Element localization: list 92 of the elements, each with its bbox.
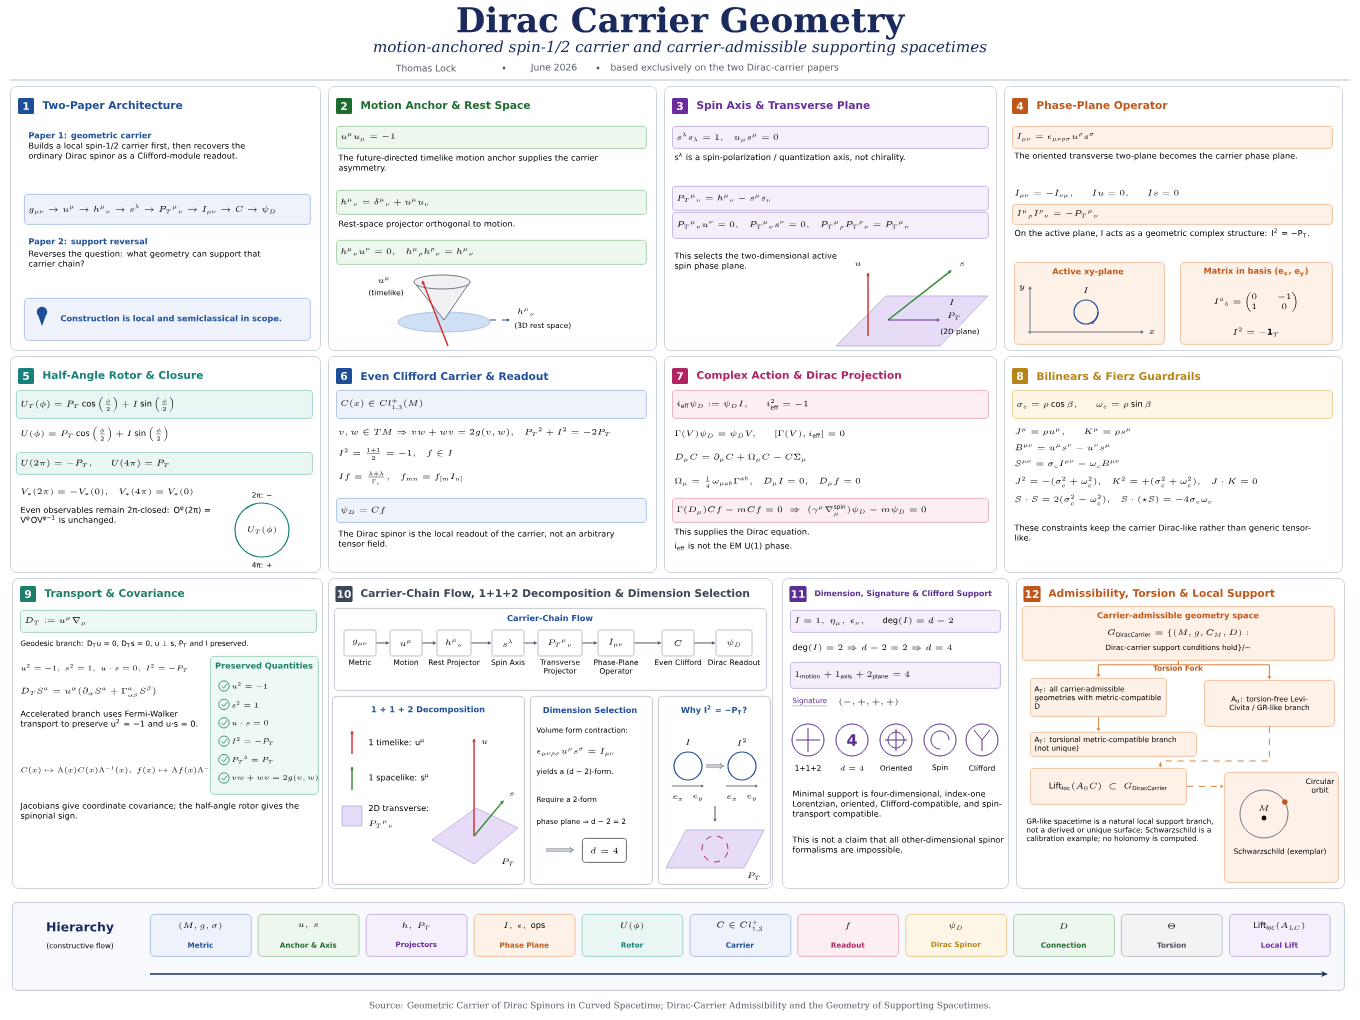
flow-box: $s^\lambda$ xyxy=(491,629,525,657)
symbol-label: $e_y$ xyxy=(747,794,756,802)
formula-box: $s^\lambda s_\lambda = 1, \quad u_\mu s^\mu = 0$ xyxy=(672,126,989,149)
icon-caption: $d = 4$ xyxy=(840,765,864,771)
formula: $If = \frac{\lambda + \lambda}{\Gamma_v}, \quad f_{mn} = f_{[m} I_{n]}$ xyxy=(339,471,462,485)
formula-box: $u^\mu u_\mu = -1$ xyxy=(336,126,647,149)
formula-box: $\Gamma(D_\mu)Cf - mCf = 0 \;\Rightarrow\; (\gamma^\mu \nabla^{\mathrm{spin}}_\mu)\psi_D - m\psi_D = 0$ xyxy=(672,498,989,523)
formula: $S\cdot S = 2(\sigma_c^2 - \omega_c^2), \quad S\cdot(\star S) = -4\sigma_c\omega_c$ xyxy=(1015,494,1212,506)
symbol-label: $s$ xyxy=(960,262,964,266)
arrow xyxy=(1158,726,1270,768)
formula: $\Omega_\mu = \tfrac{1}{4}\omega_{\mu ab}\Gamma^{ab}, \quad D_\mu I = 0, \quad D_\mu f = 0$ xyxy=(675,476,861,488)
symbol-label: $I$ xyxy=(686,739,691,745)
formula-box: $\psi_D = Cf$ xyxy=(336,498,647,523)
arrow xyxy=(693,641,716,645)
symbol-label: $e_x$ xyxy=(727,795,736,801)
formula: $u^2 = -1$ xyxy=(232,682,267,689)
formula: $s^2 = 1$ xyxy=(232,701,258,708)
result-box: $d = 4$ xyxy=(582,838,627,863)
symbol-label: $u$ xyxy=(481,740,488,744)
flow-box: $C$ xyxy=(661,629,695,657)
formula: $u^2 = -1,\; s^2 = 1,\; u\cdot s = 0,\; I^2 = -P_T$ xyxy=(21,664,188,672)
formula-box: $h^\mu{}_\nu u^\nu = 0, \quad h^\mu{}_\rho h^\rho{}_\nu = h^\mu{}_\nu$ xyxy=(336,240,647,265)
formula: $vw + wv = 2g(v,w)$ xyxy=(232,774,318,782)
flow-box: $\psi_D$ xyxy=(715,629,753,657)
symbol-label: $P_T$ xyxy=(748,872,760,880)
arrow xyxy=(1096,660,1179,678)
formula: $V_*(2\pi) = -V_*(0), \quad V_*(4\pi) = V_*(0)$ xyxy=(21,487,193,497)
arrow xyxy=(421,641,437,645)
symbol-label: $e_x$ xyxy=(673,795,682,801)
title: Dirac Carrier Geometry xyxy=(457,6,906,40)
arrow xyxy=(523,641,538,645)
formula: $u \cdot s = 0$ xyxy=(232,720,268,726)
arrow xyxy=(1177,660,1272,680)
symbol-label: $P_T$ xyxy=(502,858,514,866)
symbol-label: $h^\mu{}_\nu$ xyxy=(518,308,534,316)
formula-box: $C(x) \in Cl^+_{1,3}(M)$ xyxy=(336,390,647,419)
formula: $D_\mu C = \partial_\mu C + \Omega_\mu C - C \Sigma_\mu$ xyxy=(675,453,806,463)
formula: $P_T{}^2 = P_T$ xyxy=(232,755,273,764)
formula: $\Gamma(V)\psi_D = \psi_D V, \qquad [\Gamma(V), i_{\mathrm{eff}}] = 0$ xyxy=(675,429,845,439)
formula-box: $\mathrm{Lift}_{\mathrm{loc}}(A_0 C) \subset G_{\mathrm{DiracCarrier}}$ xyxy=(1030,768,1187,805)
formula: $S^{\mu\nu} = \sigma_c I^{\mu\nu} - \omega_c B^{\mu\nu}$ xyxy=(1015,460,1119,468)
flow-box: $I_{\mu\nu}$ xyxy=(597,629,635,657)
formula: $I_{\mu\nu} = -I_{\nu\mu}, \qquad Iu = 0, \qquad Is = 0$ xyxy=(1015,189,1179,199)
symbol-label: $y$ xyxy=(1019,285,1025,291)
arrow xyxy=(581,641,598,645)
formula: $B^{\mu\nu} = u^\mu s^\nu - u^\nu s^\mu$ xyxy=(1015,444,1110,451)
formula: $U(\phi) = P_T \cos\left(\frac{\phi}{2}\right) + I \sin\left(\frac{\phi}{2}\right)$ xyxy=(21,426,168,442)
formula: $G_{\mathrm{DiracCarrier}} = \{(M, g, C_M, D) :$ xyxy=(1107,628,1248,638)
arrow xyxy=(375,641,390,645)
arrow xyxy=(470,641,492,645)
flow-box: $u^\mu$ xyxy=(389,629,423,657)
formula: $J^\mu = \rho u^\mu, \qquad K^\mu = \rho s^\mu$ xyxy=(1015,428,1131,436)
formula-box: $U(2\pi) = -P_T, \qquad U(4\pi) = P_T$ xyxy=(16,452,313,475)
formula: $I^2 = -P_T$ xyxy=(232,737,273,745)
formula: $\epsilon_{\mu\nu\rho\sigma} u^\rho s^\sigma = I_{\mu\nu}$ xyxy=(537,747,614,757)
formula-box: $I = 1,\ \eta_\mu,\ \epsilon_\nu, \qquad \deg(I) = d - 2$ xyxy=(790,610,1001,633)
formula: $I^2 = \frac{1+1}{2} = -1, \quad f \in I$ xyxy=(339,448,453,460)
symbol-label: $s$ xyxy=(509,792,514,796)
formula-box: $\sigma_c = \rho\cos\beta, \qquad \omega_c = \rho\sin\beta$ xyxy=(1012,390,1333,419)
formula: $J^2 = -(\sigma_c^2 + \omega_c^2), \quad K^2 = +(\sigma_c^2 + \omega_c^2), \quad J\cdot K = 0$ xyxy=(1015,476,1257,488)
symbol-label: $I^2$ xyxy=(737,738,746,746)
symbol-label: $e_y$ xyxy=(693,794,702,802)
symbol-label: $I$ xyxy=(1084,287,1089,293)
formula-box: $P_T{}^\mu{}_\nu = h^\mu{}_\nu - s^\mu s_\nu$ xyxy=(672,186,989,211)
flow-box: $h^\mu{}_\nu$ xyxy=(436,629,472,657)
formula: $I^a{}_b = \begin{pmatrix} 0 & -1 \\ 1 & 0 \end{pmatrix}$ xyxy=(1214,292,1297,312)
arrow xyxy=(633,641,662,645)
formula-box: $i_{\mathrm{eff}}\psi_D := \psi_D I, \qquad i_{\mathrm{eff}}^2 = -1$ xyxy=(672,390,989,419)
formula-box: $g_{\mu\nu} \to u^\mu \to h^\mu{}_\nu \to s^\lambda \to P_T{}^\mu{}_\nu \to I_{\mu\nu} \to C \to \psi_D$ xyxy=(24,194,311,225)
formula-box: $h^\mu{}_\nu = \delta^\mu{}_\nu + u^\mu u_\nu$ xyxy=(336,190,647,215)
formula-box: $1_{\mathrm{motion}} + 1_{\mathrm{axis}} + 2_{\mathrm{plane}} = 4$ xyxy=(790,662,1001,689)
formula-box: $U_T(\phi) = P_T \cos\left(\frac{\phi}{2}\right) + I \sin\left(\frac{\phi}{2}\right)$ xyxy=(16,390,313,419)
symbol-label: $x$ xyxy=(1149,330,1155,334)
symbol-label: $P_T$ xyxy=(948,312,960,320)
formula: $D_T S^a = u^\alpha(\partial_\alpha S^a + \Gamma^a_{\alpha\beta} S^\beta)$ xyxy=(21,686,156,698)
formula: $I^2 = -\mathbf{1}_T$ xyxy=(1233,327,1279,337)
formula: $C(x) \mapsto \Lambda(x) C(x) \Lambda^{-1}(x),\; f(x) \mapsto \Lambda f(x) \Lambda^{-1}$ xyxy=(21,765,213,774)
flow-box: $P_T{}^\mu{}_\nu$ xyxy=(537,629,583,657)
formula: $P_T{}^\mu{}_\nu$ xyxy=(369,820,393,828)
formula: $\deg(I) = 2 \Rightarrow d - 2 = 2 \Rightarrow d = 4$ xyxy=(792,643,952,653)
symbol-label: $I$ xyxy=(949,299,954,305)
symbol-label: $u$ xyxy=(855,262,861,266)
formula-box: $D_T := u^\mu \nabla_\mu$ xyxy=(20,610,317,633)
formula-box: $P_T{}^\mu{}_\nu u^\nu = 0, \quad P_T{}^\mu{}_\nu s^\nu = 0, \quad P_T{}^\mu{}_\rho P_T{}^\rho{}_\nu = P_T{}^\mu{}_\nu$ xyxy=(672,212,989,239)
flow-box: $g_{\mu\nu}$ xyxy=(343,629,377,657)
arrow xyxy=(1096,716,1101,732)
formula-box: $I_{\mu\nu} = \epsilon_{\mu\nu\rho\sigma} u^\rho s^\sigma$ xyxy=(1012,126,1333,149)
symbol-label: $M$ xyxy=(1259,805,1269,811)
formula: $(-,+,+,+)$ xyxy=(839,697,898,707)
arrow xyxy=(1186,784,1224,789)
formula: $v, w \in TM \Rightarrow vw + wv = 2g(v,w), \quad P_T{}^2 + I^2 = -2P_T$ xyxy=(339,427,610,437)
formula-box: $I^\mu{}_\rho I^\rho{}_\nu = -P_T{}^\mu{}_\nu$ xyxy=(1012,204,1333,225)
